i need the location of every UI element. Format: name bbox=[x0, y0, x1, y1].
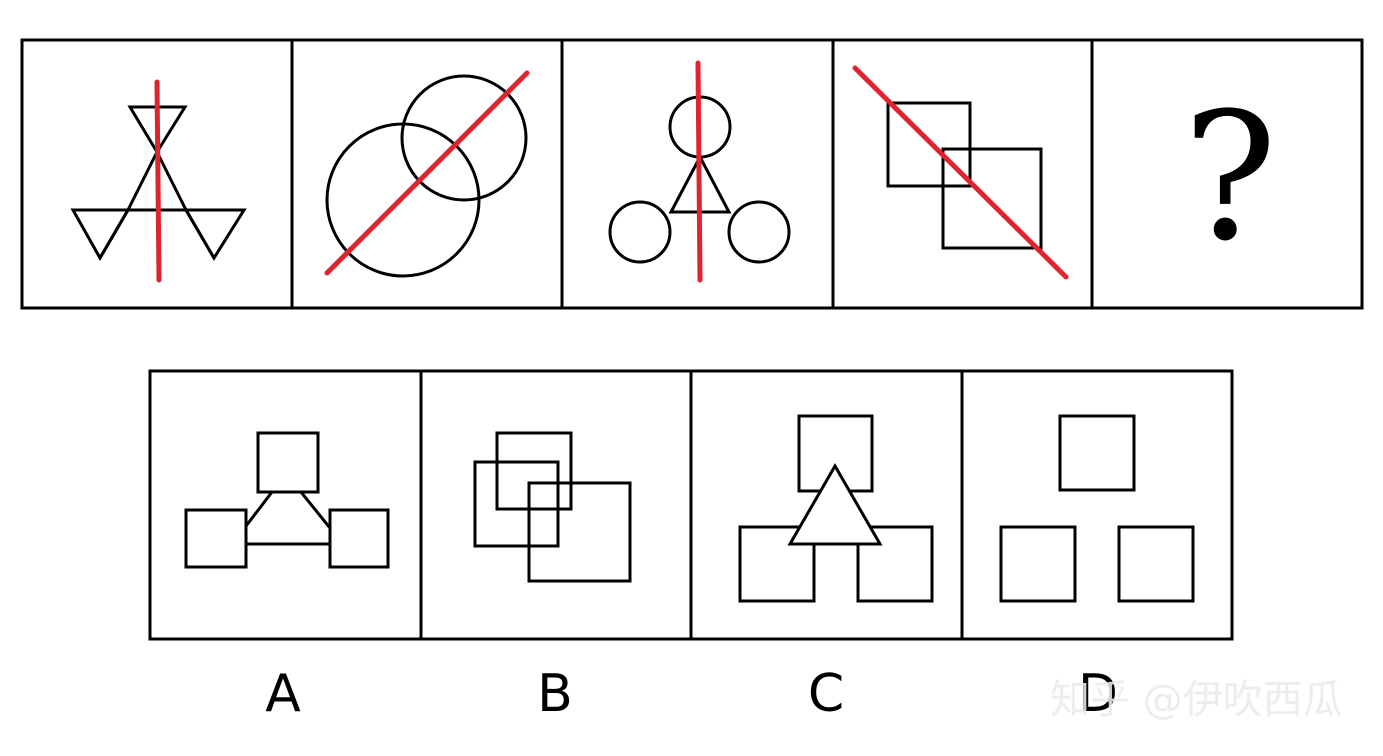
rect-left bbox=[473, 460, 560, 548]
question-row-frame bbox=[20, 38, 1364, 310]
option-figure-c[interactable] bbox=[738, 414, 934, 603]
rect-top bbox=[495, 431, 573, 511]
option-label-b[interactable]: B bbox=[537, 664, 573, 724]
center-triangle bbox=[787, 462, 883, 546]
question-figure-4 bbox=[886, 101, 1043, 250]
square-top-left bbox=[886, 101, 972, 188]
symmetry-axis-4 bbox=[852, 65, 1069, 280]
question-mark: ? bbox=[1182, 75, 1278, 280]
option-label-c[interactable]: C bbox=[807, 664, 845, 724]
square-bottom-right bbox=[941, 147, 1043, 250]
square-left bbox=[999, 525, 1077, 603]
option-figure-b[interactable] bbox=[473, 431, 632, 583]
square-left bbox=[738, 525, 816, 603]
square-left bbox=[184, 508, 248, 569]
square-right bbox=[328, 508, 390, 569]
square-right bbox=[1117, 525, 1195, 603]
circle-small bbox=[400, 74, 528, 202]
circle-right bbox=[727, 200, 791, 264]
square-top bbox=[256, 431, 320, 494]
square-top bbox=[1058, 414, 1136, 492]
question-figure-2 bbox=[325, 74, 528, 278]
inverted-triangle-right bbox=[183, 208, 247, 261]
symmetry-axis-1 bbox=[154, 79, 162, 283]
rect-bottom-right bbox=[527, 481, 632, 583]
symmetry-axis-3 bbox=[695, 60, 703, 283]
circle-left bbox=[608, 200, 672, 264]
option-figure-a[interactable] bbox=[184, 431, 390, 569]
option-label-d[interactable]: D bbox=[1077, 664, 1119, 724]
option-figure-d[interactable] bbox=[999, 414, 1195, 603]
option-label-a[interactable]: A bbox=[265, 664, 301, 724]
inverted-triangle-left bbox=[70, 208, 131, 262]
symmetry-axis-2 bbox=[324, 70, 530, 276]
connecting-triangle bbox=[244, 490, 332, 546]
watermark: 知乎 @伊吹西瓜 bbox=[1050, 677, 1343, 723]
square-right bbox=[856, 525, 934, 603]
